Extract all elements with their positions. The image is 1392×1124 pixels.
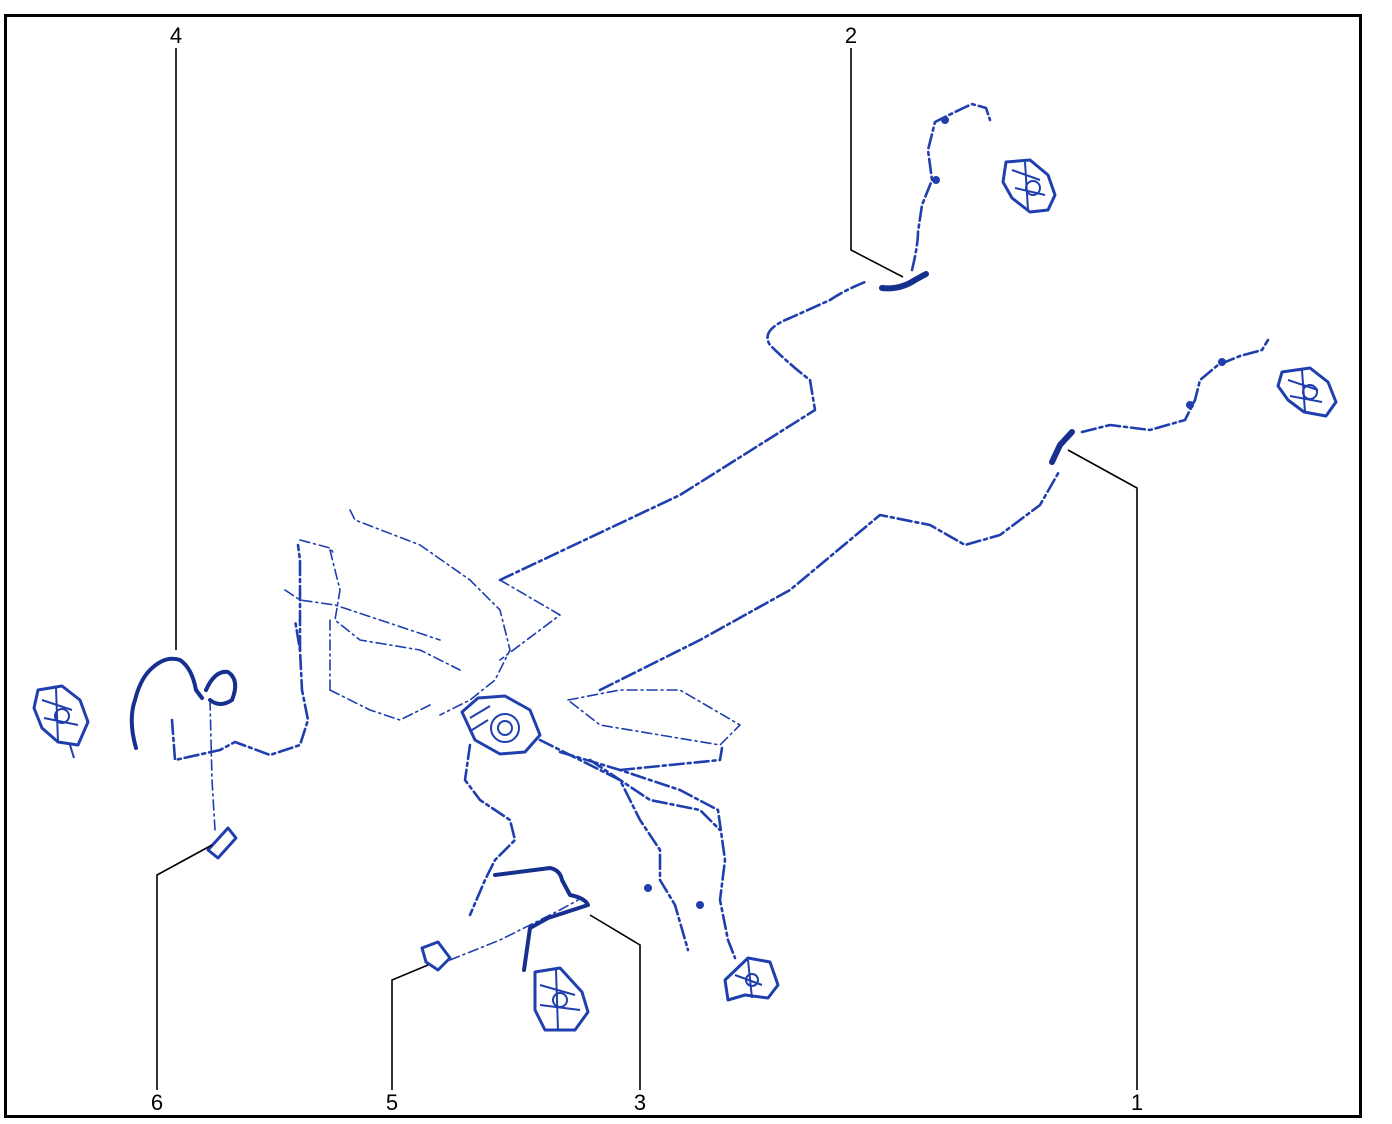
brake-system-line-art	[32, 102, 1338, 1032]
clip-6	[206, 826, 238, 860]
front-left-brake-lines	[449, 738, 737, 961]
body-outline-lines	[284, 509, 741, 746]
front-left-caliper	[533, 966, 590, 1032]
rear-left-caliper	[32, 684, 90, 759]
rear-right-caliper	[1276, 366, 1338, 418]
hose-4	[129, 656, 238, 750]
clip-5	[420, 940, 452, 972]
leader-line-2	[850, 48, 904, 278]
leader-line-5	[391, 964, 429, 1090]
callout-4: 4	[170, 23, 182, 48]
abs-modulator-unit	[460, 694, 542, 756]
pipe-3	[493, 866, 590, 972]
left-brake-lines	[170, 543, 310, 831]
rear-right-brake-line	[598, 338, 1270, 692]
leader-line-3	[589, 914, 641, 1090]
callout-5: 5	[386, 1090, 398, 1115]
callout-2: 2	[845, 23, 857, 48]
leader-line-6	[156, 844, 213, 1090]
leader-lines	[156, 48, 1138, 1090]
front-right-brake-line	[498, 102, 992, 582]
callout-6: 6	[151, 1090, 163, 1115]
front-lower-caliper	[723, 956, 780, 1002]
callout-1: 1	[1131, 1090, 1143, 1115]
front-right-caliper	[1001, 158, 1057, 214]
callout-labels: 1 2 3 4 5 6	[151, 23, 1143, 1115]
callout-3: 3	[634, 1090, 646, 1115]
leader-line-1	[1067, 449, 1138, 1090]
